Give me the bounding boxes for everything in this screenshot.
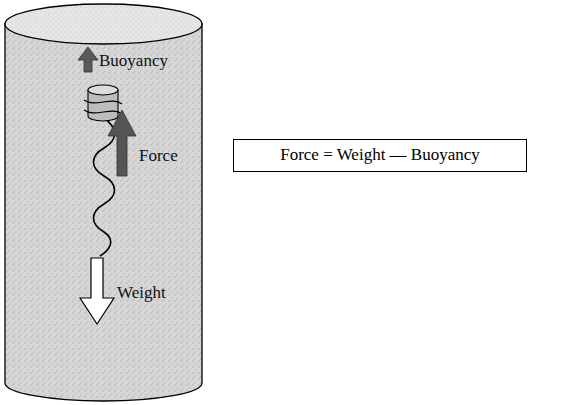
formula-text: Force = Weight — Buoyancy	[246, 145, 514, 165]
tank-body	[5, 24, 202, 401]
force-label-force: Force	[139, 147, 178, 166]
weight-arrow	[80, 258, 114, 324]
float-top	[88, 85, 118, 95]
force-arrow	[108, 110, 136, 176]
formula-box: Force = Weight — Buoyancy	[233, 139, 527, 172]
float-coil	[84, 100, 122, 114]
string	[94, 118, 115, 256]
tank-top	[5, 4, 202, 44]
buoyancy-arrow	[78, 47, 98, 72]
force-label-weight: Weight	[117, 284, 166, 303]
force-label-buoyancy: Buoyancy	[99, 52, 168, 71]
